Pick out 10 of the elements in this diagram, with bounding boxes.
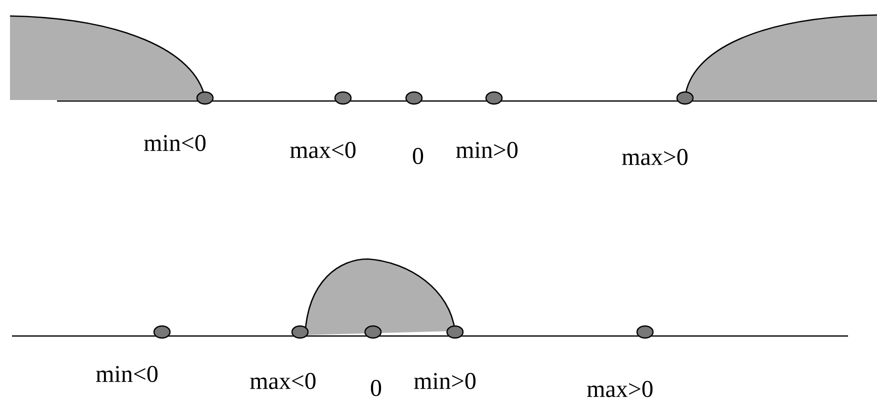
axis-label: max>0 [622, 148, 688, 166]
axis-label: min<0 [144, 134, 206, 152]
axis-label: max<0 [290, 142, 356, 158]
axis-label: min<0 [96, 366, 158, 382]
axis-label: min>0 [456, 142, 518, 158]
axis-label: min>0 [414, 372, 476, 390]
axis-label: 0 [412, 148, 424, 164]
axis-label: max<0 [250, 372, 316, 390]
axis-label: 0 [370, 380, 382, 396]
axis-label: max>0 [587, 380, 653, 398]
